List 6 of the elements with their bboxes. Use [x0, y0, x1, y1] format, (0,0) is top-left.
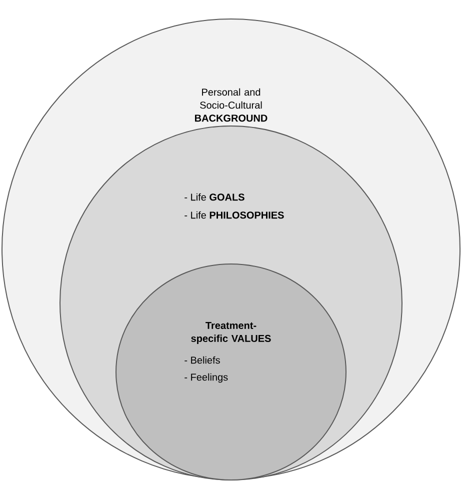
label: - Beliefs — [184, 356, 220, 364]
label: - Feelings — [184, 373, 228, 383]
label: Personal and Socio-Cultural BACKGROUND — [195, 88, 268, 122]
label: - Life PHILOSOPHIES — [184, 211, 284, 219]
label: - Life GOALS — [184, 193, 244, 201]
label: Treatment-specific VALUES — [191, 322, 271, 344]
